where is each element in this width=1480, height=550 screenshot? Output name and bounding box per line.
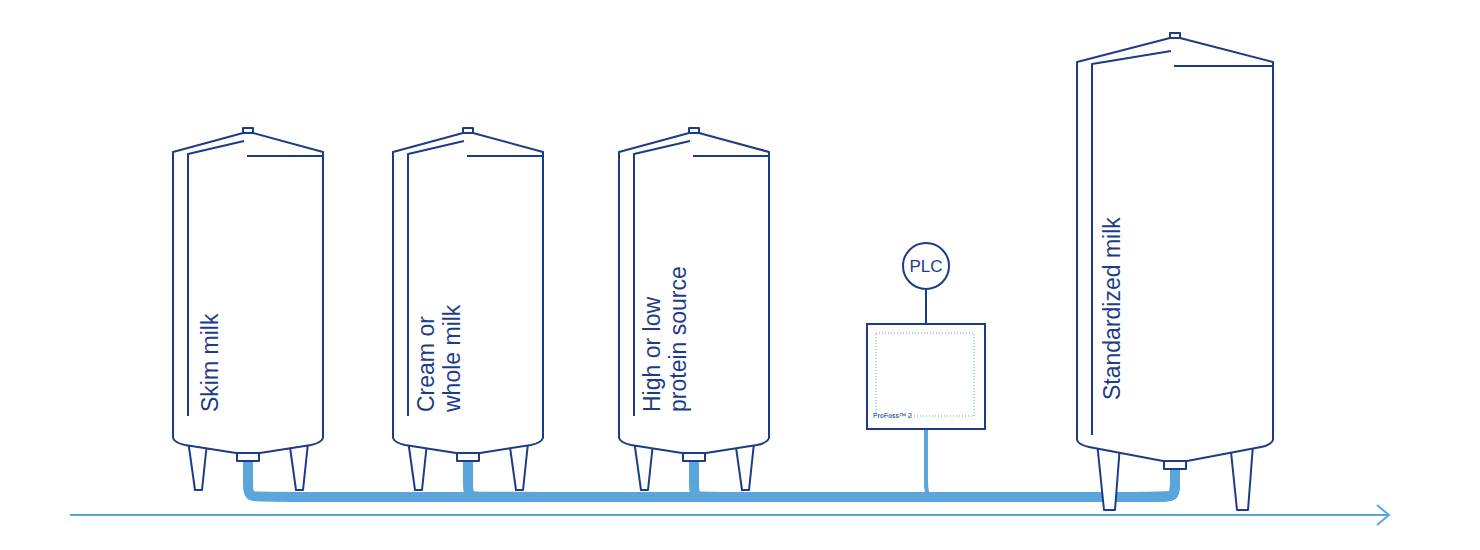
tank-inner-line: [188, 141, 244, 416]
tank-roof-line: [693, 155, 769, 157]
tank-outlet: [457, 453, 479, 461]
flow-arrow-line: [70, 514, 1388, 516]
tank-outline: [173, 128, 323, 462]
tank-outlet: [683, 453, 705, 461]
tank-inner-line: [1092, 51, 1171, 435]
flow-arrow-head: [1377, 505, 1389, 525]
tank-outlet: [237, 453, 259, 461]
tank-cap: [1170, 33, 1180, 38]
tank-body: [1077, 38, 1273, 461]
storage-tank: High or low protein source: [619, 128, 769, 462]
tank-label: Skim milk: [197, 162, 223, 412]
storage-tank: Cream or whole milk: [393, 128, 543, 462]
signal-line: [925, 290, 927, 323]
tank-label: Cream or whole milk: [413, 272, 466, 412]
tank-outlet: [1164, 461, 1186, 469]
storage-tank: Skim milk: [173, 128, 323, 462]
tank-roof-line: [247, 155, 323, 157]
tank-body: [619, 133, 769, 453]
analyzer-box: ProFoss™ 2: [866, 323, 986, 430]
tank-cap: [463, 128, 473, 133]
tank-body: [393, 133, 543, 453]
tank-label: High or low protein source: [639, 244, 692, 412]
tank-roof-line: [1174, 65, 1273, 67]
tank-cap: [243, 128, 253, 133]
tank-label: Standardized milk: [1099, 70, 1125, 400]
controller-circle: PLC: [902, 242, 950, 290]
storage-tank: Standardized milk: [1077, 33, 1273, 470]
pipe-line: [468, 462, 1175, 497]
controller-label: PLC: [909, 258, 942, 275]
instrument-label: ProFoss™ 2: [873, 412, 912, 419]
tank-roof-line: [467, 155, 543, 157]
pipe-line: [248, 462, 1175, 497]
screen-dotted-rect: [876, 333, 974, 416]
tank-cap: [689, 128, 699, 133]
tank-body: [173, 133, 323, 453]
